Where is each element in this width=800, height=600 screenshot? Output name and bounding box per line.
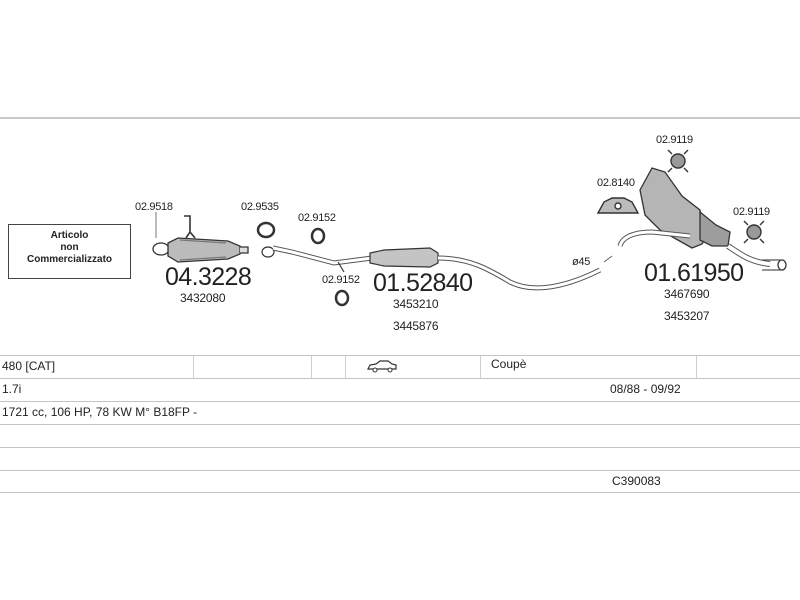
vehicle-info-table: 480 [CAT] Coupè 1.7i 08/88 - 09/92 1721 … (0, 355, 800, 493)
hanger-02-8140-icon (596, 197, 640, 214)
rear-silencer-01-61950-icon (617, 167, 787, 271)
car-coupe-icon (366, 359, 398, 381)
part-01-52840-ref-2: 3445876 (393, 319, 439, 333)
gasket-02-9152-upper-icon (310, 227, 326, 245)
part-01-61950-ref-2: 3453207 (664, 309, 710, 323)
table-row: 1.7i 08/88 - 09/92 (0, 378, 800, 401)
engine-cell: 1.7i (2, 382, 22, 396)
table-row: 480 [CAT] Coupè (0, 355, 800, 378)
note-line-1: Articolo (50, 230, 89, 241)
table-row (0, 424, 800, 447)
clamp-02-9119-right-icon (743, 220, 765, 244)
exhaust-drawing (152, 149, 787, 307)
clamp-02-9119-upper-icon (667, 149, 689, 173)
part-01-61950-ref-1: 3467690 (664, 287, 710, 301)
production-dates-cell: 08/88 - 09/92 (610, 382, 681, 396)
body-type-cell: Coupè (491, 357, 527, 371)
gasket-02-9152-lower-icon (334, 289, 350, 307)
table-row (0, 447, 800, 470)
leader-lines (155, 212, 613, 263)
accessory-02-9152-lower-label[interactable]: 02.9152 (322, 274, 360, 286)
catalytic-converter-04-3228-icon (152, 237, 249, 263)
part-01-52840-code[interactable]: 01.52840 (373, 269, 473, 297)
model-cell: 480 [CAT] (2, 359, 56, 373)
middle-pipe-01-52840-icon (261, 245, 602, 291)
not-commercialized-note: Articolo non Commercializzato (8, 224, 131, 279)
part-01-52840-ref-1: 3453210 (393, 297, 439, 311)
accessory-02-8140-label[interactable]: 02.8140 (597, 177, 635, 189)
note-line-3: Commercializzato (26, 254, 113, 265)
table-row: 1721 cc, 106 HP, 78 KW M° B18FP - (0, 401, 800, 424)
accessory-02-9518-label[interactable]: 02.9518 (135, 201, 173, 213)
table-row: C390083 (0, 470, 800, 493)
note-line-2: non (60, 242, 79, 253)
exhaust-diagram: Articolo non Commercializzato 02.9518 02… (0, 117, 800, 333)
diagram-top-border (0, 117, 800, 119)
bracket-02-9518-icon (184, 215, 196, 239)
engine-specs-cell: 1721 cc, 106 HP, 78 KW M° B18FP - (2, 405, 198, 419)
catalog-code-cell: C390083 (612, 474, 661, 488)
accessory-02-9119-upper-label[interactable]: 02.9119 (656, 134, 693, 146)
part-01-61950-code[interactable]: 01.61950 (644, 259, 744, 287)
part-04-3228-ref: 3432080 (180, 291, 226, 305)
accessory-02-9152-upper-label[interactable]: 02.9152 (298, 212, 336, 224)
accessory-02-9119-right-label[interactable]: 02.9119 (733, 206, 770, 218)
part-04-3228-code[interactable]: 04.3228 (165, 263, 252, 291)
ring-02-9535-icon (256, 221, 276, 239)
pipe-diameter-label: ø45 (572, 256, 591, 268)
accessory-02-9535-label[interactable]: 02.9535 (241, 201, 279, 213)
